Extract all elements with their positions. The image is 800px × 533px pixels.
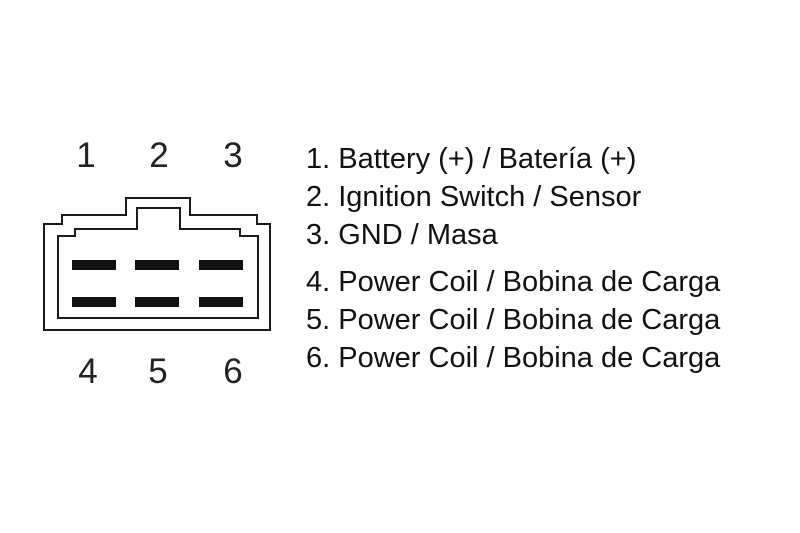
pin-number-4: 4 [78, 352, 97, 391]
pin-legend: 1. Battery (+) / Batería (+) 2. Ignition… [306, 140, 720, 377]
pin-terminal-3 [199, 260, 243, 270]
connector-outer-outline [43, 197, 271, 331]
legend-item-1: 1. Battery (+) / Batería (+) [306, 143, 637, 175]
connector-inner-outline [57, 207, 259, 319]
pin-number-2: 2 [149, 136, 168, 175]
legend-item-4: 4. Power Coil / Bobina de Carga [306, 266, 721, 298]
pin-terminal-2 [135, 260, 179, 270]
pin-terminal-1 [72, 260, 116, 270]
pin-number-5: 5 [148, 352, 167, 391]
legend-item-5: 5. Power Coil / Bobina de Carga [306, 304, 721, 336]
legend-item-6: 6. Power Coil / Bobina de Carga [306, 342, 721, 374]
pin-number-1: 1 [76, 136, 95, 175]
pin-number-6: 6 [223, 352, 242, 391]
pin-terminal-5 [135, 297, 179, 307]
pin-number-3: 3 [223, 136, 242, 175]
pin-terminal-4 [72, 297, 116, 307]
legend-item-3: 3. GND / Masa [306, 219, 498, 251]
pin-terminal-6 [199, 297, 243, 307]
legend-item-2: 2. Ignition Switch / Sensor [306, 181, 642, 213]
